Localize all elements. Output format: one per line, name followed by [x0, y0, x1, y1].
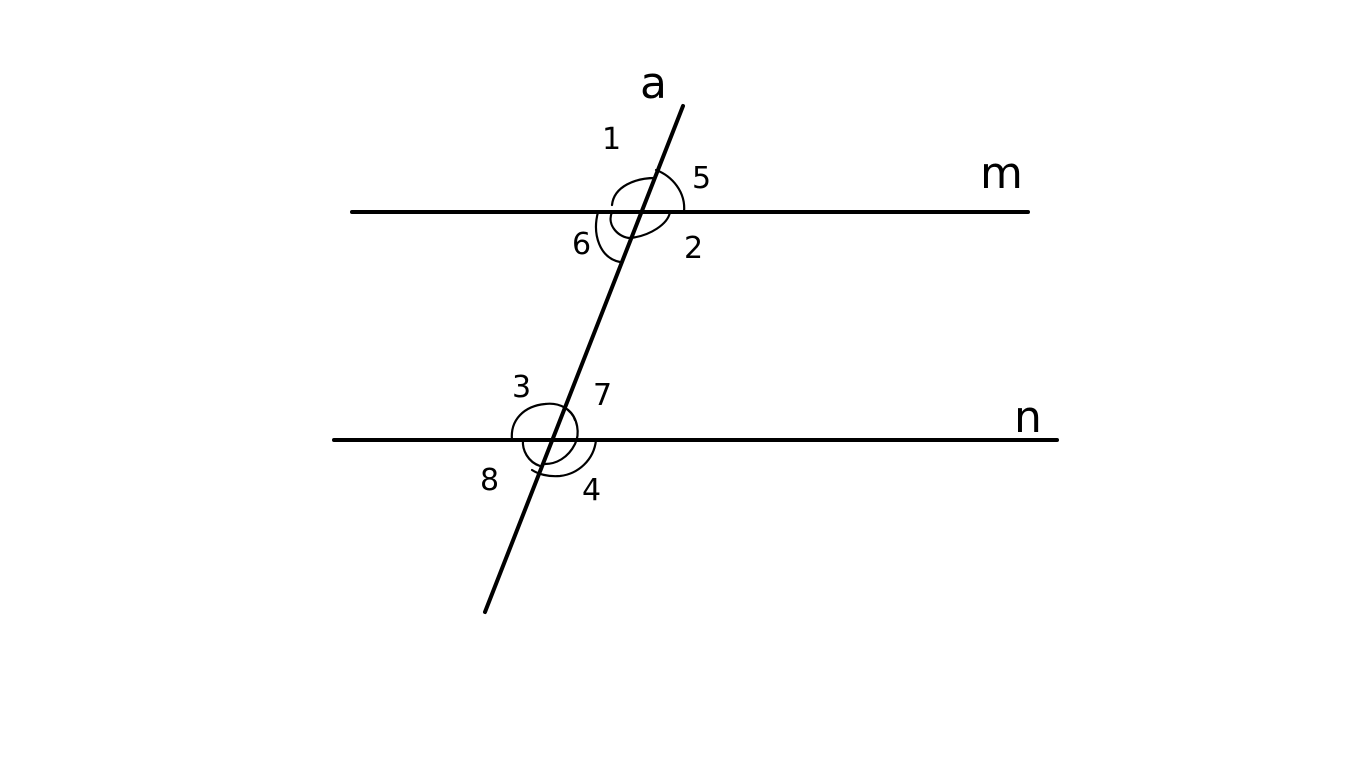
label-line-n: n — [1014, 392, 1042, 443]
transversal-a — [483, 104, 685, 614]
label-angle-5: 5 — [692, 161, 711, 196]
angle-arc-7 — [543, 408, 579, 466]
angle-arc-1 — [610, 176, 657, 207]
angle-arc-4 — [530, 438, 598, 478]
label-angle-7: 7 — [593, 378, 612, 413]
angle-arc-6 — [594, 210, 622, 264]
angle-arc-5 — [654, 168, 686, 214]
label-angle-2: 2 — [684, 231, 703, 266]
label-angle-6: 6 — [572, 227, 591, 262]
label-angle-3: 3 — [512, 370, 531, 405]
label-angle-1: 1 — [602, 122, 621, 157]
label-line-a: a — [640, 58, 667, 109]
angle-arc-3 — [510, 402, 577, 442]
angle-arc-2 — [609, 210, 672, 240]
label-angle-8: 8 — [480, 463, 499, 498]
label-line-m: m — [980, 148, 1023, 199]
angle-arc-8 — [521, 438, 542, 468]
label-angle-4: 4 — [582, 473, 601, 508]
